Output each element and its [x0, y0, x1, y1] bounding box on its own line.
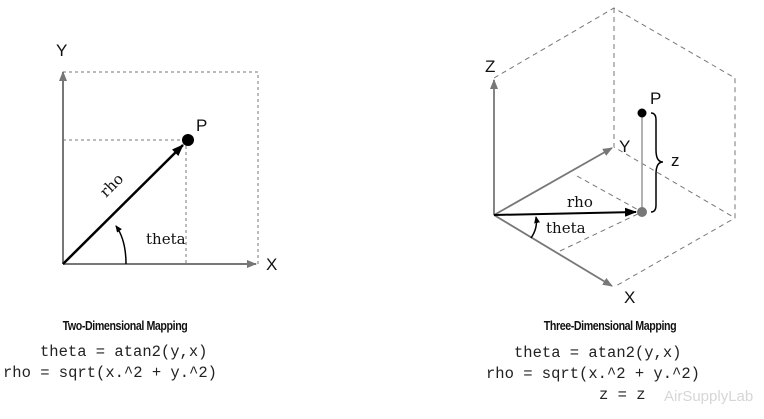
point-p-label: P — [650, 89, 661, 108]
caption-3d: Three-Dimensional Mapping — [543, 318, 677, 333]
two-dimensional-diagram: Y X P rho theta — [56, 41, 277, 274]
rho-label: rho — [96, 170, 127, 201]
rho-label: rho — [567, 193, 593, 211]
x-axis — [493, 214, 613, 287]
formula-2d-rho: rho = sqrt(x.^2 + y.^2) — [3, 364, 217, 382]
projection-dashed-lines — [63, 139, 187, 264]
bounding-box-dashed — [63, 71, 259, 264]
x-axis-label: X — [266, 255, 277, 274]
formula-3d-rho: rho = sqrt(x.^2 + y.^2) — [486, 365, 700, 383]
point-p — [182, 134, 194, 146]
rho-vector — [62, 144, 184, 265]
point-p-projection — [637, 207, 647, 217]
point-p — [637, 108, 647, 118]
theta-arc — [115, 225, 127, 265]
caption-2d: Two-Dimensional Mapping — [62, 318, 188, 333]
z-axis-label: Z — [485, 57, 495, 76]
y-axis-label: Y — [56, 41, 67, 60]
rho-vector — [493, 207, 637, 217]
formula-3d-z: z = z — [599, 386, 646, 404]
three-dimensional-diagram: Z Y X P z rho theta — [485, 7, 736, 307]
theta-arc — [530, 216, 541, 239]
theta-label: theta — [546, 219, 586, 237]
cube-dashed-edges — [493, 7, 736, 288]
theta-label: theta — [146, 230, 186, 248]
point-p-label: P — [196, 116, 207, 135]
z-brace — [650, 112, 664, 213]
z-label: z — [671, 151, 680, 170]
x-axis-label: X — [624, 288, 635, 307]
y-axis-label: Y — [619, 137, 630, 156]
watermark: AirSupplyLab — [664, 388, 754, 405]
formula-3d-theta: theta = atan2(y,x) — [514, 344, 682, 362]
y-axis — [493, 147, 613, 216]
formula-2d-theta: theta = atan2(y,x) — [40, 343, 208, 361]
